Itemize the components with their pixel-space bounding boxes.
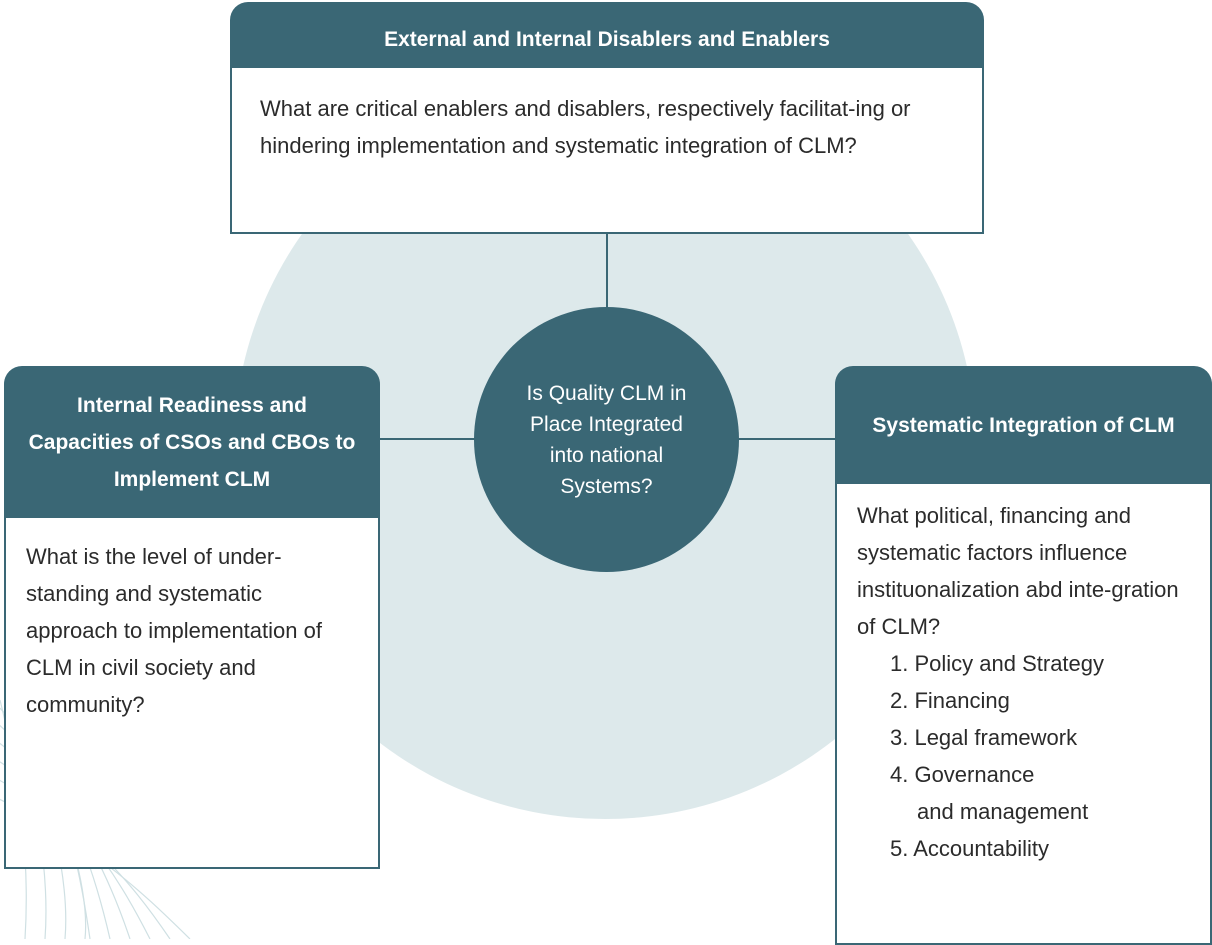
- list-item-continuation: and management: [917, 799, 1089, 824]
- list-item: 4. Governance: [890, 762, 1035, 787]
- left-box: Internal Readiness and Capacities of CSO…: [4, 366, 380, 869]
- left-box-body: What is the level of under-standing and …: [4, 518, 380, 869]
- right-box: Systematic Integration of CLM What polit…: [835, 366, 1212, 945]
- connector-left: [378, 438, 476, 440]
- top-box-title: External and Internal Disablers and Enab…: [230, 2, 984, 68]
- connector-top: [606, 233, 608, 309]
- center-question: Is Quality CLM in Place Integrated into …: [474, 307, 739, 572]
- factor-list: 1. Policy and Strategy 2. Financing 3. L…: [857, 645, 1190, 867]
- list-item: 1. Policy and Strategy: [890, 651, 1105, 676]
- right-box-intro: What political, financing and systematic…: [857, 503, 1179, 639]
- right-box-body: What political, financing and systematic…: [835, 484, 1212, 945]
- connector-right: [738, 438, 837, 440]
- list-item: 3. Legal framework: [890, 725, 1078, 750]
- list-item: 5. Accountability: [890, 836, 1049, 861]
- center-question-text: Is Quality CLM in Place Integrated into …: [526, 381, 687, 498]
- list-item: 2. Financing: [890, 688, 1010, 713]
- right-box-title: Systematic Integration of CLM: [835, 366, 1212, 484]
- list-item: and management: [890, 793, 1190, 830]
- top-box: External and Internal Disablers and Enab…: [230, 2, 984, 234]
- left-box-title: Internal Readiness and Capacities of CSO…: [4, 366, 380, 518]
- top-box-body: What are critical enablers and disablers…: [230, 68, 984, 234]
